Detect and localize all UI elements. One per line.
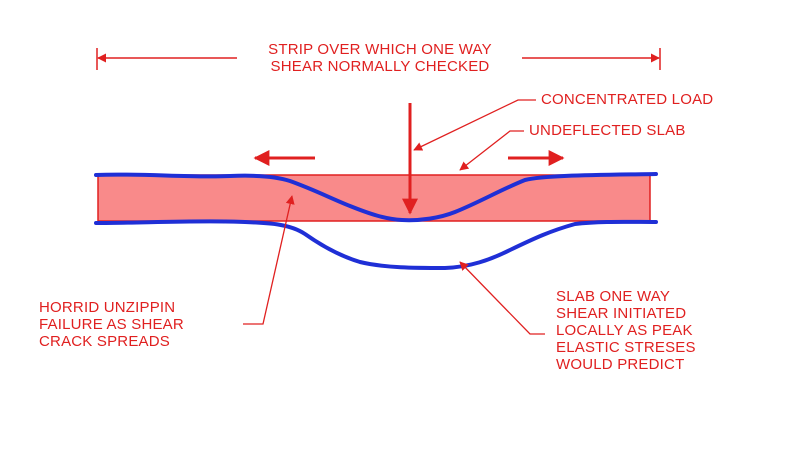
concentrated-load-label: CONCENTRATED LOAD xyxy=(541,91,714,108)
leader-undeflected-slab xyxy=(459,130,524,171)
shear-initiated-label: SLAB ONE WAY SHEAR INITIATED LOCALLY AS … xyxy=(556,288,696,373)
deflected-slab-outline xyxy=(94,172,658,270)
undeflected-slab-label: UNDEFLECTED SLAB xyxy=(529,122,686,139)
leader-concentrated-load xyxy=(413,99,536,151)
unzippin-failure-label: HORRID UNZIPPIN FAILURE AS SHEAR CRACK S… xyxy=(39,299,184,350)
strip-label: STRIP OVER WHICH ONE WAY SHEAR NORMALLY … xyxy=(268,41,492,75)
deflected-bottom-surface xyxy=(94,219,658,270)
deflected-top-surface xyxy=(94,172,658,223)
leader-shear-initiated xyxy=(459,261,545,335)
strip-dimension xyxy=(96,48,661,70)
leader-unzippin-failure xyxy=(243,195,295,325)
